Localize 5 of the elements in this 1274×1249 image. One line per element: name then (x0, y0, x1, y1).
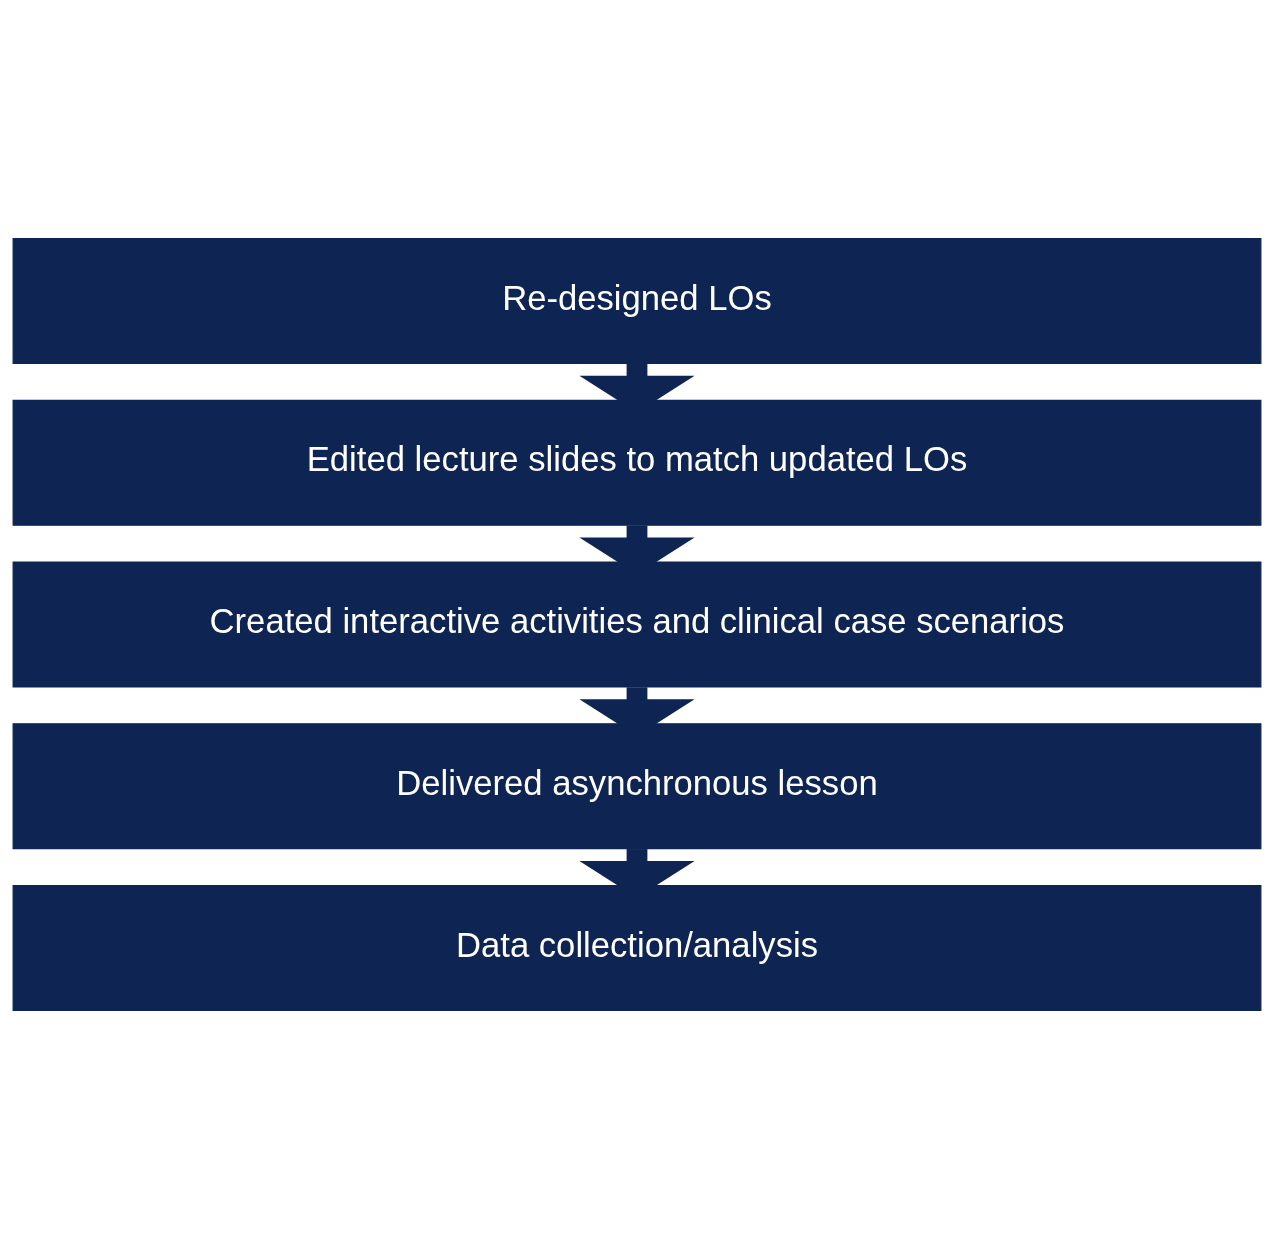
node-box: Edited lecture slides to match updated LOs (12, 399, 1262, 526)
node-box: Data collection/analysis (12, 885, 1262, 1011)
node-box: Created interactive activities and clinical case scenarios (12, 561, 1262, 688)
node-box: Delivered asynchronous lesson (12, 723, 1262, 850)
node-box: Re-designed LOs (12, 238, 1262, 364)
